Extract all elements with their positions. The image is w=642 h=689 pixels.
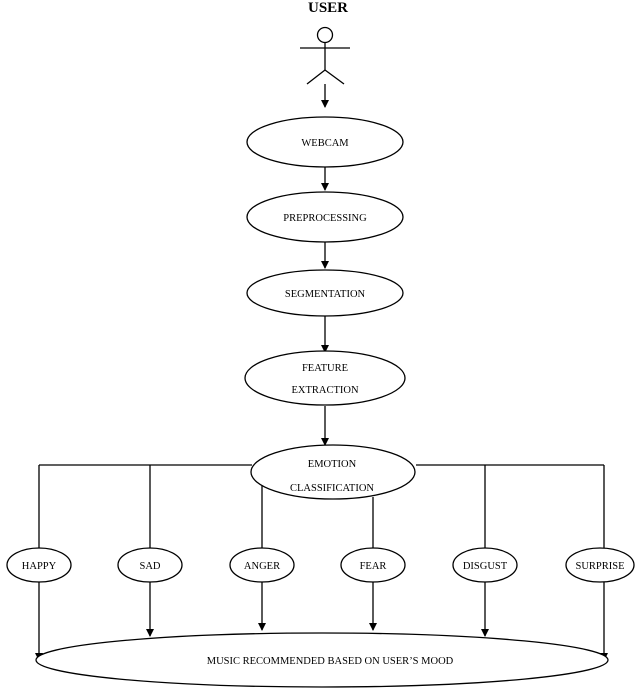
feature-extraction-label-line2: EXTRACTION	[291, 385, 358, 396]
music-recommendation-label: MUSIC RECOMMENDED BASED ON USER’S MOOD	[207, 656, 454, 667]
emotion-node-anger: ANGER	[229, 547, 295, 583]
preprocessing-node: PREPROCESSING	[246, 191, 404, 243]
feature-extraction-label-line1: FEATURE	[302, 363, 348, 374]
emotion-node-fear: FEAR	[340, 547, 406, 583]
user-title: USER	[308, 0, 348, 16]
music-recommendation-node: MUSIC RECOMMENDED BASED ON USER’S MOOD	[35, 632, 609, 688]
emotion-label-fear: FEAR	[360, 561, 387, 572]
emotion-classification-label-line2: CLASSIFICATION	[290, 483, 374, 494]
webcam-label: WEBCAM	[301, 138, 349, 149]
preprocessing-label: PREPROCESSING	[283, 213, 367, 224]
emotion-node-surprise: SURPRISE	[565, 547, 635, 583]
user-actor-icon	[300, 26, 350, 85]
emotion-node-happy: HAPPY	[6, 547, 72, 583]
emotion-label-happy: HAPPY	[22, 561, 57, 572]
webcam-node: WEBCAM	[246, 116, 404, 168]
branch-edges	[35, 464, 608, 661]
emotion-classification-node: EMOTION CLASSIFICATION	[250, 444, 416, 500]
emotion-node-disgust: DISGUST	[452, 547, 518, 583]
emotion-label-surprise: SURPRISE	[575, 561, 624, 572]
emotion-classification-label-line1: EMOTION	[308, 459, 357, 470]
emotion-node-sad: SAD	[117, 547, 183, 583]
emotion-label-sad: SAD	[139, 561, 160, 572]
emotion-label-disgust: DISGUST	[463, 561, 508, 572]
feature-extraction-node: FEATURE EXTRACTION	[244, 350, 406, 406]
segmentation-node: SEGMENTATION	[246, 269, 404, 317]
emotion-label-anger: ANGER	[244, 561, 280, 572]
segmentation-label: SEGMENTATION	[285, 289, 366, 300]
